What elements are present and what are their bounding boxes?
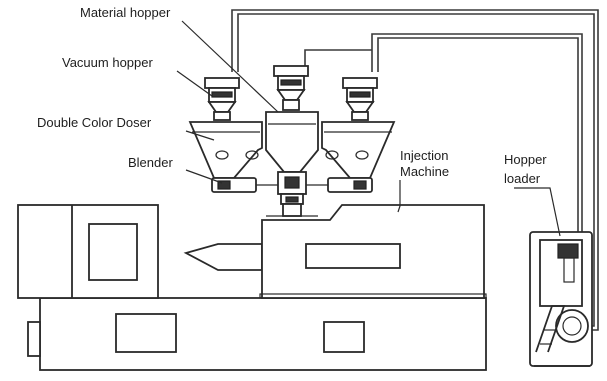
labels: Material hopper Vacuum hopper Double Col…: [37, 5, 547, 186]
blender-throat-band: [285, 196, 299, 203]
blender-adapter: [282, 203, 302, 217]
leader-vacuum-hopper: [176, 70, 213, 97]
vacuum-hopper-lid: [342, 77, 378, 89]
machine-base-end-cap: [27, 321, 41, 357]
vacuum-hopper-neck: [351, 111, 369, 121]
hopper-loader-control: [557, 243, 579, 259]
label-injection-machine-line2: Machine: [400, 164, 449, 179]
clamping-unit-window: [88, 223, 138, 281]
machine-base-panel-left: [115, 313, 177, 353]
machine-base-panel-right: [323, 321, 365, 353]
material-hopper-left: [188, 121, 263, 179]
injection-machine: [17, 204, 487, 371]
vacuum-hopper-left: [204, 77, 240, 121]
label-hopper-loader-line1: Hopper: [504, 152, 547, 167]
doser-motor-left: [217, 180, 231, 190]
blender-assembly: [211, 171, 373, 217]
material-hopper-right-window-2: [355, 150, 369, 160]
material-hopper-right-window: [325, 150, 339, 160]
vacuum-hopper-neck: [213, 111, 231, 121]
vacuum-hopper-band: [349, 91, 371, 98]
label-hopper-loader-line2: loader: [504, 171, 541, 186]
conveying-pipe-inner: [371, 33, 583, 240]
clamping-unit: [17, 204, 159, 299]
conveying-pipe-outer: [231, 9, 599, 331]
vacuum-hopper-band: [211, 91, 233, 98]
vacuum-hopper-lid: [204, 77, 240, 89]
leader-lines: [176, 20, 561, 237]
label-material-hopper: Material hopper: [80, 5, 171, 20]
machine-base: [39, 297, 487, 371]
vacuum-hopper-cone: [207, 101, 237, 113]
leader-injection-machine: [397, 180, 401, 213]
hopper-loader-blower-hub: [562, 316, 582, 336]
vacuum-hopper-right: [342, 77, 378, 121]
material-hopper-center: [265, 111, 319, 173]
vacuum-hopper-cone: [276, 89, 306, 101]
material-hopper-right: [321, 121, 396, 179]
label-injection-machine-line1: Injection: [400, 148, 448, 163]
conveying-pipe-inner-2: [377, 37, 579, 240]
leader-hopper-loader: [514, 187, 561, 237]
label-vacuum-hopper: Vacuum hopper: [62, 55, 153, 70]
material-hoppers: [188, 111, 396, 179]
label-double-color-doser: Double Color Doser: [37, 115, 152, 130]
vacuum-hopper-lid: [273, 65, 309, 77]
injection-unit-rail: [259, 293, 487, 299]
material-hopper-left-window-2: [245, 150, 259, 160]
hopper-loader-blower: [555, 309, 589, 343]
hopper-loader: [529, 231, 593, 367]
vacuum-hopper-neck: [282, 99, 300, 111]
doser-motor-right: [353, 180, 367, 190]
injection-nozzle: [183, 243, 263, 271]
label-blender: Blender: [128, 155, 173, 170]
conveying-pipe-center: [304, 49, 372, 72]
leader-double-color-doser: [185, 130, 215, 141]
blender-core: [284, 176, 300, 189]
injection-unit: [261, 204, 485, 299]
vacuum-hopper-cone: [345, 101, 375, 113]
hopper-loader-suction-lance: [535, 305, 566, 353]
leader-blender: [185, 169, 223, 184]
vacuum-hopper-center: [273, 65, 309, 111]
vacuum-hopper-band: [280, 79, 302, 86]
leader-material-hopper: [181, 20, 279, 113]
material-hopper-left-window: [215, 150, 229, 160]
injection-unit-panel: [305, 243, 401, 269]
hopper-loader-filter: [563, 257, 575, 283]
